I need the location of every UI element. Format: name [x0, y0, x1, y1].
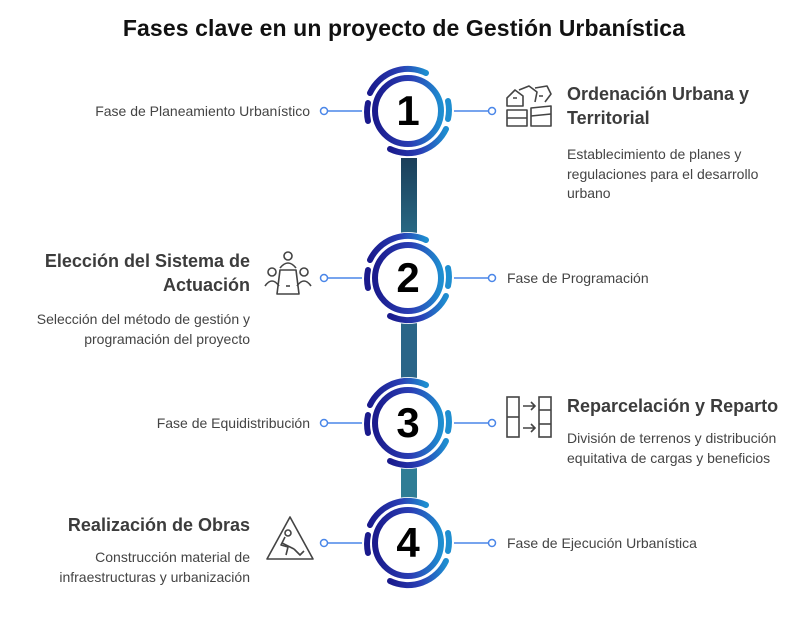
city-map-icon	[506, 85, 552, 127]
construction-sign-icon	[266, 516, 314, 560]
step-ring-1	[362, 65, 454, 157]
connector-1-2	[401, 158, 417, 246]
step-number-4: 4	[396, 519, 420, 566]
step-number-1: 1	[396, 87, 420, 134]
step-heading-4: Realización de Obras	[67, 515, 250, 535]
step-ring-3	[362, 377, 454, 469]
connector-2-3	[401, 322, 417, 378]
step-description-1: Establecimiento de planes y regulaciones…	[567, 146, 759, 201]
step-description-2: Selección del método de gestión y progra…	[36, 311, 250, 347]
leader-lines	[319, 106, 497, 548]
step-ring-2	[362, 232, 454, 324]
phase-label-4: Fase de Ejecución Urbanística	[507, 535, 697, 551]
phase-label-2: Fase de Programación	[507, 270, 649, 286]
diagram-title: Fases clave en un proyecto de Gestión Ur…	[122, 15, 686, 41]
step-ring-4	[362, 497, 454, 589]
step-heading-3: Reparcelación y Reparto	[567, 396, 779, 416]
phase-label-3: Fase de Equidistribución	[156, 415, 310, 431]
step-number-3: 3	[396, 399, 420, 446]
meeting-people-icon	[264, 251, 312, 295]
step-heading-1: Ordenación Urbana y Territorial	[567, 84, 750, 128]
step-number-2: 2	[396, 254, 420, 301]
step-description-3: División de terrenos y distribución equi…	[567, 430, 777, 466]
phase-label-1: Fase de Planeamiento Urbanístico	[95, 103, 310, 119]
step-heading-2: Elección del Sistema de Actuación	[44, 251, 250, 295]
parcel-transfer-icon	[506, 396, 552, 438]
step-description-4: Construcción material de infraestructura…	[59, 549, 250, 585]
